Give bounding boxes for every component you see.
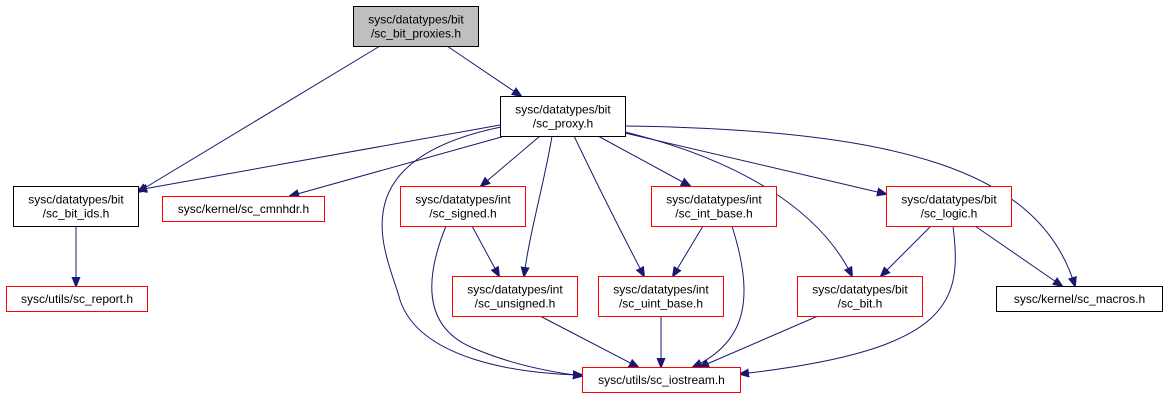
- node-box-proxy: [500, 96, 626, 137]
- node-box-unsigned: [452, 276, 578, 317]
- nodes-layer: sysc/datatypes/bit/sc_bit_proxies.hsysc/…: [6, 6, 1163, 393]
- node-label-bit-line-2: /sc_bit.h: [838, 297, 883, 311]
- edge-intbase-to-iostream: [693, 225, 745, 367]
- edge-proxy-to-intbase: [597, 135, 690, 186]
- node-label-root-line-2: /sc_bit_proxies.h: [371, 27, 461, 41]
- edge-logic-to-macros: [974, 225, 1062, 286]
- edge-proxy-to-macros: [624, 125, 1075, 286]
- node-box-macros: [996, 286, 1163, 312]
- edge-signed-to-unsigned: [471, 225, 499, 276]
- edge-proxy-to-iostream: [381, 125, 582, 375]
- node-box-bit: [797, 276, 923, 317]
- edge-logic-to-iostream: [740, 225, 956, 374]
- node-label-proxy-line-1: sysc/datatypes/bit: [515, 103, 611, 117]
- node-box-intbase: [651, 186, 777, 227]
- edge-unsigned-to-iostream: [539, 315, 638, 367]
- edge-proxy-to-cmnhdr: [290, 135, 506, 196]
- edge-proxy-to-bitids: [138, 124, 501, 190]
- node-box-logic: [886, 186, 1012, 227]
- node-unsigned[interactable]: sysc/datatypes/int/sc_unsigned.h: [452, 276, 578, 317]
- node-label-intbase-line-1: sysc/datatypes/int: [666, 193, 762, 207]
- node-proxy[interactable]: sysc/datatypes/bit/sc_proxy.h: [500, 96, 626, 137]
- node-label-proxy-line-2: /sc_proxy.h: [533, 117, 593, 131]
- node-root[interactable]: sysc/datatypes/bit/sc_bit_proxies.h: [353, 6, 479, 47]
- edge-proxy-to-uintbase: [573, 135, 644, 276]
- node-box-root: [353, 6, 479, 47]
- node-intbase[interactable]: sysc/datatypes/int/sc_int_base.h: [651, 186, 777, 227]
- edge-proxy-to-signed: [481, 135, 541, 186]
- node-uintbase[interactable]: sysc/datatypes/int/sc_uint_base.h: [598, 276, 724, 317]
- node-label-signed-line-1: sysc/datatypes/int: [415, 193, 511, 207]
- node-label-logic-line-2: /sc_logic.h: [921, 207, 978, 221]
- node-label-bitids-line-1: sysc/datatypes/bit: [28, 193, 124, 207]
- edge-proxy-to-unsigned: [524, 135, 553, 276]
- node-label-bitids-line-2: /sc_bit_ids.h: [43, 207, 110, 221]
- edge-logic-to-bit: [881, 225, 932, 276]
- node-logic[interactable]: sysc/datatypes/bit/sc_logic.h: [886, 186, 1012, 227]
- edge-signed-to-iostream: [431, 225, 582, 376]
- edge-root-to-proxy: [446, 45, 521, 96]
- node-box-bitids: [13, 186, 139, 227]
- node-label-uintbase-line-2: /sc_uint_base.h: [619, 297, 703, 311]
- node-bit[interactable]: sysc/datatypes/bit/sc_bit.h: [797, 276, 923, 317]
- node-label-intbase-line-2: /sc_int_base.h: [675, 207, 752, 221]
- node-box-signed: [400, 186, 526, 227]
- node-label-logic-line-1: sysc/datatypes/bit: [901, 193, 997, 207]
- node-label-unsigned-line-2: /sc_unsigned.h: [475, 297, 556, 311]
- node-report[interactable]: sysc/utils/sc_report.h: [6, 286, 148, 312]
- node-label-root-line-1: sysc/datatypes/bit: [368, 13, 464, 27]
- node-box-cmnhdr: [162, 196, 325, 222]
- edge-intbase-to-uintbase: [673, 225, 704, 276]
- node-label-macros-line-1: sysc/kernel/sc_macros.h: [1014, 292, 1145, 306]
- node-signed[interactable]: sysc/datatypes/int/sc_signed.h: [400, 186, 526, 227]
- node-box-uintbase: [598, 276, 724, 317]
- node-macros[interactable]: sysc/kernel/sc_macros.h: [996, 286, 1163, 312]
- node-label-cmnhdr-line-1: sysc/kernel/sc_cmnhdr.h: [178, 202, 309, 216]
- node-box-iostream: [582, 367, 741, 393]
- node-bitids[interactable]: sysc/datatypes/bit/sc_bit_ids.h: [13, 186, 139, 227]
- edges-layer: [76, 45, 1075, 376]
- node-label-unsigned-line-1: sysc/datatypes/int: [467, 283, 563, 297]
- node-label-iostream-line-1: sysc/utils/sc_iostream.h: [598, 373, 725, 387]
- node-box-report: [6, 286, 148, 312]
- node-iostream[interactable]: sysc/utils/sc_iostream.h: [582, 367, 741, 393]
- edge-root-to-bitids: [138, 45, 381, 192]
- node-label-report-line-1: sysc/utils/sc_report.h: [21, 292, 133, 306]
- node-cmnhdr[interactable]: sysc/kernel/sc_cmnhdr.h: [162, 196, 325, 222]
- edge-bit-to-iostream: [700, 315, 819, 367]
- node-label-signed-line-2: /sc_signed.h: [429, 207, 496, 221]
- node-label-uintbase-line-1: sysc/datatypes/int: [613, 283, 709, 297]
- node-label-bit-line-1: sysc/datatypes/bit: [812, 283, 908, 297]
- edge-proxy-to-logic: [624, 132, 886, 194]
